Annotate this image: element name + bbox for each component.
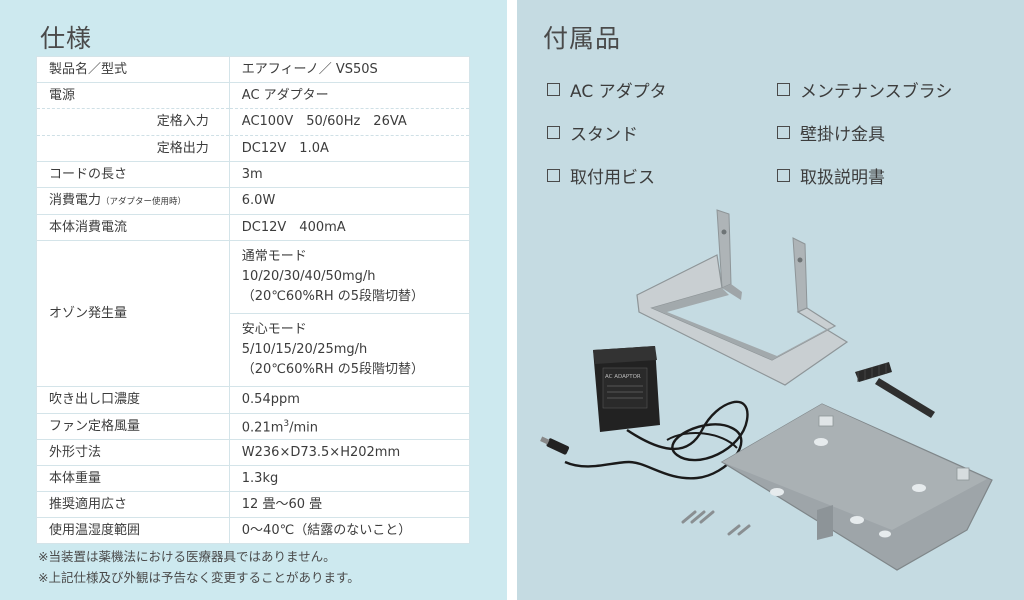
accessory-label: AC アダプタ (570, 82, 667, 102)
spec-panel: 仕様 製品名／型式 エアフィーノ／ VS50S 電源 AC アダプター 定格入力… (0, 0, 507, 600)
spec-value: AC アダプター (228, 82, 471, 109)
spec-value: W236×D73.5×H202mm (228, 439, 471, 466)
spec-label-text: 消費電力 (49, 192, 102, 208)
spec-title: 仕様 (40, 24, 93, 53)
spec-value: 0.54ppm (228, 386, 471, 414)
accessory-item: スタンド (547, 120, 638, 145)
table-row: 電源 AC アダプター (36, 82, 471, 109)
mode-steps: （20℃60%RH の5段階切替） (241, 289, 425, 304)
spec-label-note: （アダプター使用時） (101, 196, 187, 207)
table-row: 外形寸法 W236×D73.5×H202mm (36, 439, 471, 466)
spec-label: オゾン発生量 (36, 240, 230, 387)
adapter-label: AC ADAPTOR (605, 374, 641, 380)
spec-value: 通常モード 10/20/30/40/50mg/h （20℃60%RH の5段階切… (228, 240, 471, 314)
accessory-item: 壁掛け金具 (777, 120, 885, 145)
brush-image (855, 362, 935, 418)
accessories-photo: AC ADAPTOR (540, 209, 993, 571)
table-row: 安心モード 5/10/15/20/25mg/h （20℃60%RH の5段階切替… (37, 313, 471, 387)
panel-divider (507, 0, 517, 600)
spec-label: 電源 (36, 82, 230, 109)
spec-label: 本体消費電流 (36, 214, 230, 241)
note-line: ※当装置は薬機法における医療器具ではありません。 (38, 549, 336, 564)
checkbox-icon (777, 83, 790, 96)
mode-name: 通常モード (241, 249, 307, 264)
accessory-item: 取扱説明書 (777, 163, 885, 188)
spec-value: DC12V 400mA (228, 214, 471, 241)
accessory-label: スタンド (570, 125, 638, 145)
accessories-title: 付属品 (543, 24, 622, 53)
spec-label: 本体重量 (36, 465, 230, 492)
spec-value: 12 畳〜60 畳 (228, 491, 471, 518)
fan-value: 0.21m (241, 420, 284, 436)
table-row: 本体消費電流 DC12V 400mA (36, 214, 471, 241)
table-row: オゾン発生量 通常モード 10/20/30/40/50mg/h （20℃60%R… (36, 240, 471, 387)
checkbox-icon (547, 126, 560, 139)
spec-label: 推奨適用広さ (36, 491, 230, 518)
accessories-panel: 付属品 AC アダプタ メンテナンスブラシ スタンド 壁掛け金具 取付用ビス 取… (517, 0, 1024, 600)
accessory-label: 取扱説明書 (800, 168, 885, 188)
spec-value: 安心モード 5/10/15/20/25mg/h （20℃60%RH の5段階切替… (228, 313, 471, 387)
spec-value: 0〜40℃（結露のないこと） (228, 517, 471, 544)
spec-label: 定格入力 (36, 108, 230, 136)
table-row: 定格入力 AC100V 50/60Hz 26VA (36, 108, 471, 136)
checkbox-icon (777, 169, 790, 182)
checkbox-icon (777, 126, 790, 139)
table-row: 推奨適用広さ 12 畳〜60 畳 (36, 491, 471, 518)
table-row: 定格出力 DC12V 1.0A (36, 135, 471, 162)
notes: ※当装置は薬機法における医療器具ではありません。 ※上記仕様及び外観は予告なく変… (38, 546, 360, 588)
spec-value: AC100V 50/60Hz 26VA (228, 108, 471, 136)
spec-value: 0.21m3/min (228, 413, 471, 440)
mode-name: 安心モード (241, 322, 307, 337)
spec-value: DC12V 1.0A (228, 135, 471, 162)
checkbox-icon (547, 169, 560, 182)
stand-image (636, 209, 849, 386)
accessory-label: 取付用ビス (570, 168, 655, 188)
table-row: 吹き出し口濃度 0.54ppm (36, 386, 471, 414)
spec-label: コードの長さ (36, 161, 230, 188)
spec-value: 1.3kg (228, 465, 471, 492)
accessory-item: 取付用ビス (547, 163, 655, 188)
fan-unit: /min (289, 420, 319, 436)
spec-label: ファン定格風量 (36, 413, 230, 440)
spec-label: 吹き出し口濃度 (36, 386, 230, 414)
spec-label: 製品名／型式 (36, 56, 230, 83)
table-row: 本体重量 1.3kg (36, 465, 471, 492)
spec-label: 使用温湿度範囲 (36, 517, 230, 544)
accessory-item: メンテナンスブラシ (777, 77, 952, 102)
spec-table: 製品名／型式 エアフィーノ／ VS50S 電源 AC アダプター 定格入力 AC… (36, 56, 471, 544)
accessory-label: メンテナンスブラシ (800, 82, 953, 102)
spec-label: 消費電力（アダプター使用時） (36, 187, 230, 215)
accessory-item: AC アダプタ (547, 77, 667, 102)
spec-value: 3m (228, 161, 471, 188)
mode-steps: （20℃60%RH の5段階切替） (241, 362, 425, 377)
mode-values: 10/20/30/40/50mg/h (241, 269, 376, 284)
spec-label: 外形寸法 (36, 439, 230, 466)
table-row: 製品名／型式 エアフィーノ／ VS50S (36, 56, 471, 83)
spec-label: 定格出力 (36, 135, 230, 162)
adapter-image: AC ADAPTOR (540, 346, 749, 480)
note-line: ※上記仕様及び外観は予告なく変更することがあります。 (38, 570, 360, 585)
accessory-label: 壁掛け金具 (800, 125, 885, 145)
table-row: ファン定格風量 0.21m3/min (36, 413, 471, 440)
checkbox-icon (547, 83, 560, 96)
spec-value: 6.0W (228, 187, 471, 215)
table-row: 消費電力（アダプター使用時） 6.0W (36, 187, 471, 215)
screws-image (681, 510, 751, 536)
table-row: 使用温湿度範囲 0〜40℃（結露のないこと） (36, 517, 471, 544)
mode-values: 5/10/15/20/25mg/h (241, 342, 368, 357)
wall-bracket-image (720, 403, 993, 571)
table-row: コードの長さ 3m (36, 161, 471, 188)
fan-exp: 3 (283, 419, 290, 430)
spec-value: エアフィーノ／ VS50S (228, 56, 471, 83)
